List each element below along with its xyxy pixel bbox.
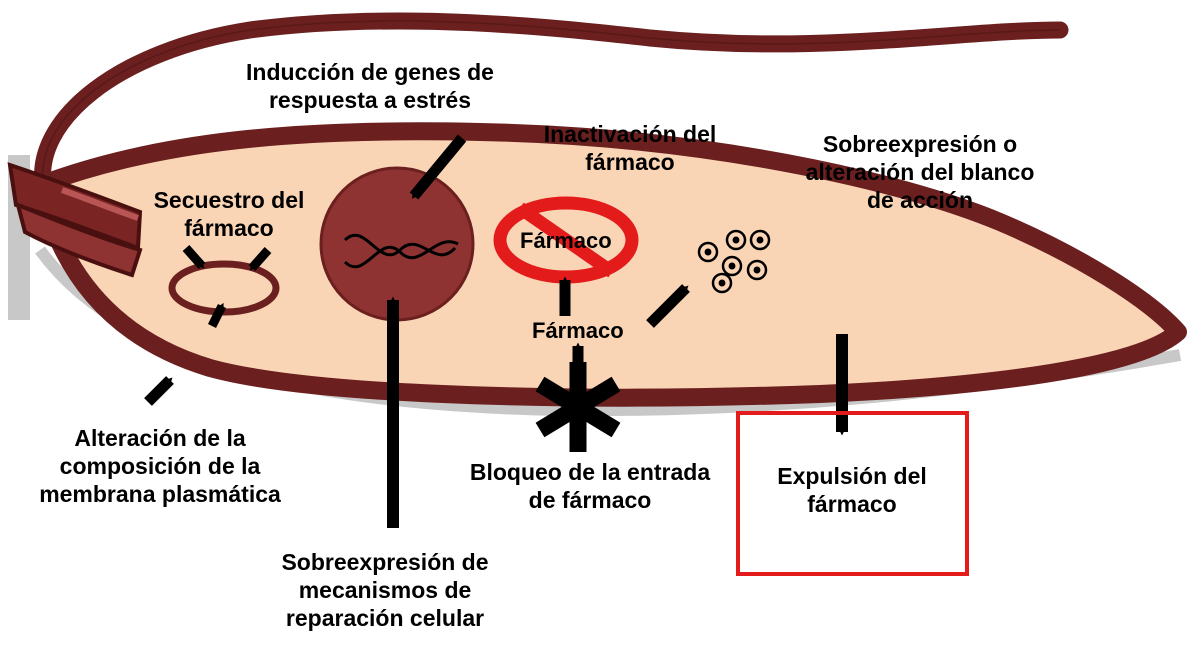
label-line: mecanismos de bbox=[298, 577, 472, 603]
flagellum-edge bbox=[41, 20, 1061, 191]
label-drug-below: Fármaco bbox=[532, 318, 624, 343]
label-sequestration: Secuestro del fármaco bbox=[138, 186, 320, 242]
label-stress-genes: Inducción de genes de respuesta a estrés bbox=[235, 58, 505, 114]
label-line: Secuestro del bbox=[153, 187, 305, 213]
target-arrow bbox=[646, 284, 690, 328]
label-line: fármaco bbox=[184, 215, 274, 241]
asterisk-icon bbox=[535, 362, 621, 452]
flagellum bbox=[34, 12, 1069, 199]
label-line: fármaco bbox=[807, 491, 897, 517]
flagellar-pocket bbox=[7, 162, 143, 278]
label-line: Expulsión del bbox=[777, 463, 927, 489]
efflux-box bbox=[736, 411, 969, 576]
label-line: alteración del blanco bbox=[805, 159, 1035, 185]
target-circles-icon bbox=[697, 229, 771, 294]
label-efflux: Expulsión del fármaco bbox=[742, 462, 962, 518]
label-line: reparación celular bbox=[285, 605, 485, 631]
label-line: Inducción de genes de bbox=[246, 59, 494, 85]
label-line: composición de la bbox=[59, 453, 261, 479]
label-inactivation: Inactivación del fármaco bbox=[520, 120, 740, 176]
label-line: Inactivación del bbox=[543, 121, 717, 147]
label-line: Bloqueo de la entrada bbox=[469, 459, 711, 485]
label-line: Sobreexpresión de bbox=[281, 549, 489, 575]
label-repair: Sobreexpresión de mecanismos de reparaci… bbox=[250, 548, 520, 632]
label-membrane-change: Alteración de la composición de la membr… bbox=[10, 424, 310, 508]
label-drug-in-circle: Fármaco bbox=[520, 228, 612, 253]
stress-arrow bbox=[409, 134, 467, 200]
membrane-arrow bbox=[144, 376, 174, 406]
label-line: de acción bbox=[866, 187, 974, 213]
label-line: de fármaco bbox=[528, 487, 652, 513]
label-line: Alteración de la bbox=[74, 425, 246, 451]
sequestration-arrows bbox=[182, 245, 272, 329]
label-line: membrana plasmática bbox=[39, 481, 281, 507]
dna-helix-icon bbox=[343, 233, 459, 269]
label-target: Sobreexpresión o alteración del blanco d… bbox=[770, 130, 1070, 214]
label-line: respuesta a estrés bbox=[268, 87, 471, 113]
label-line: fármaco bbox=[585, 149, 675, 175]
label-entry-block: Bloqueo de la entrada de fármaco bbox=[440, 458, 740, 514]
nucleus bbox=[319, 166, 475, 322]
label-line: Sobreexpresión o bbox=[822, 131, 1018, 157]
